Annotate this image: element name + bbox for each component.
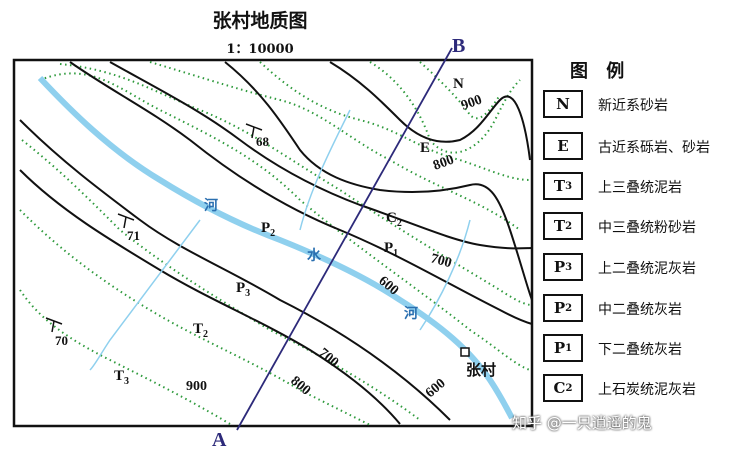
contour-lines (19, 61, 533, 426)
village-label: 张村 (466, 361, 496, 379)
contour-label: 700 (429, 251, 453, 271)
tributary (299, 109, 351, 231)
legend-item: E 古近系砾岩、砂岩 (543, 132, 743, 162)
legend-swatch: E (543, 132, 583, 160)
tributary (419, 219, 471, 331)
contour-label: 900 (186, 379, 207, 394)
contour-line (369, 61, 521, 154)
contour-line (259, 61, 531, 181)
stratum-label-t2: T2 (193, 321, 208, 340)
river-labels: 河 水 河 (204, 197, 418, 322)
contour-label: 800 (287, 374, 313, 399)
dip-symbol (245, 123, 263, 139)
stratum-boundary (19, 169, 401, 425)
dip-label: 70 (55, 333, 68, 348)
river-char: 河 (204, 197, 218, 214)
stratum-label-n: N (453, 76, 464, 92)
stratum-boundary (224, 61, 533, 301)
stratum-boundary (109, 61, 533, 250)
contour-line (21, 139, 421, 421)
tributaries (89, 109, 471, 371)
legend-title: 图 例 (570, 61, 631, 82)
tributary (89, 219, 201, 371)
legend-item: N 新近系砂岩 (543, 90, 743, 120)
stratum-label-e: E (420, 140, 430, 156)
legend-label: 古近系砾岩、砂岩 (598, 140, 710, 156)
contour-line (19, 209, 371, 426)
contour-label: 800 (431, 152, 456, 173)
dip-labels: 68 71 70 (55, 134, 270, 348)
river-char: 河 (404, 305, 418, 322)
dip-label: 71 (127, 228, 140, 243)
stratum-boundary (19, 119, 451, 421)
dip-symbols (45, 123, 263, 333)
watermark: 知乎 @一只逍遥的鬼 (512, 414, 652, 432)
stratum-label-c2: C2 (386, 210, 402, 229)
stratum-boundary (69, 61, 533, 325)
map-title: 张村地质图 (212, 10, 308, 32)
legend-label: 新近系砂岩 (598, 98, 668, 114)
stratum-label-p2: P2 (261, 220, 275, 239)
stratum-label-p1: P1 (384, 240, 398, 259)
stratum-labels: N E C2 P1 P2 P3 T2 T3 (114, 76, 464, 387)
legend-label: 上石炭统泥灰岩 (598, 382, 696, 398)
legend-label: 上二叠统泥灰岩 (598, 261, 696, 277)
river (37, 75, 515, 420)
contour-line (59, 63, 533, 306)
legend-swatch: N (543, 90, 583, 118)
legend-label: 下二叠统灰岩 (598, 342, 682, 358)
stratum-label-p3: P3 (236, 280, 250, 299)
contour-label: 900 (459, 92, 484, 113)
stratum-label-t3: T3 (114, 368, 129, 387)
map-scale: 1：10000 (226, 42, 294, 57)
legend-label: 中三叠统粉砂岩 (598, 220, 696, 236)
legend-label: 上三叠统泥岩 (598, 180, 682, 196)
contour-line (39, 72, 531, 371)
profile-line (236, 47, 453, 431)
village-marker (460, 347, 470, 357)
stratum-boundaries (19, 61, 533, 425)
dip-symbol (45, 317, 63, 333)
contour-line (19, 289, 231, 425)
river-char: 水 (307, 247, 322, 264)
dip-symbol (117, 213, 135, 229)
dip-label: 68 (256, 134, 270, 149)
stratum-boundary (329, 61, 531, 161)
profile-end-b: B (452, 35, 465, 57)
legend-label: 中二叠统灰岩 (598, 302, 682, 318)
profile-start-a: A (212, 429, 227, 451)
map-frame (12, 58, 534, 428)
